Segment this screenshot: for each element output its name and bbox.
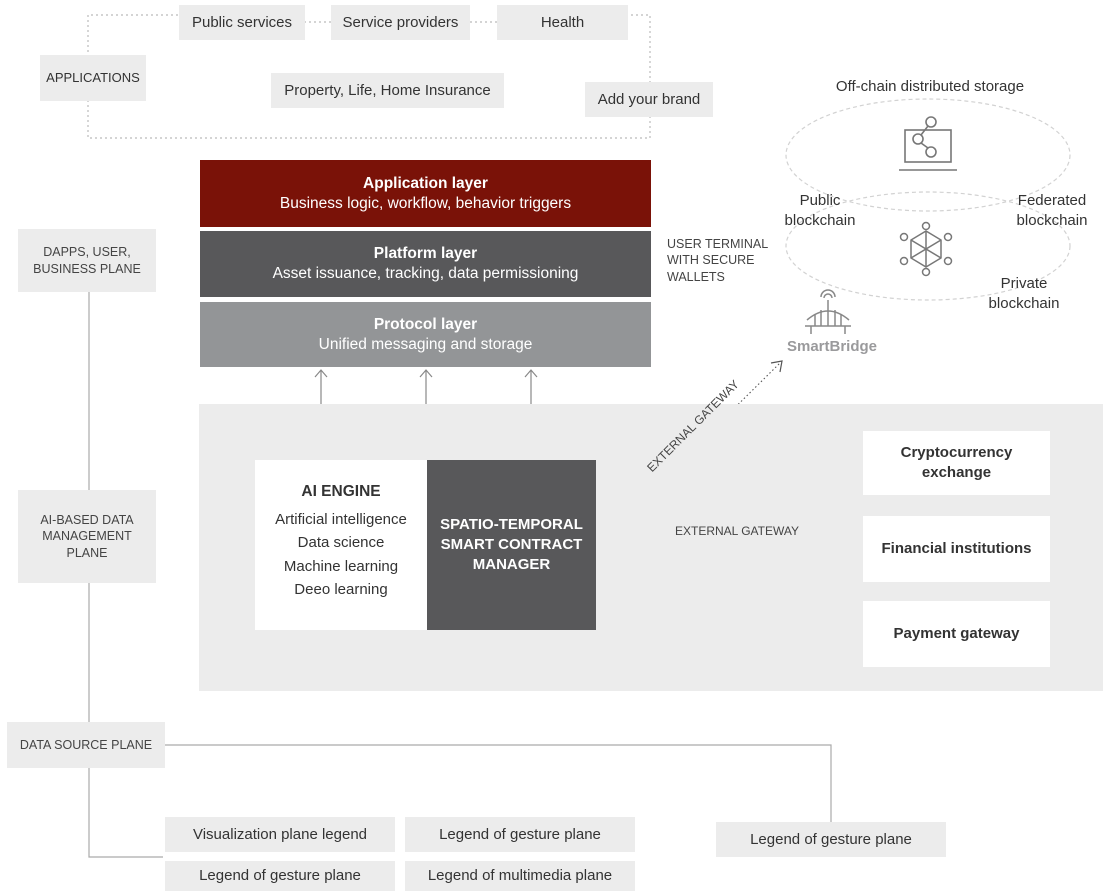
blockchain-network-icon (898, 221, 954, 282)
crypto-exchange-label: Cryptocurrency exchange (900, 443, 1013, 481)
legend-visualization: Visualization plane legend (165, 817, 395, 852)
storage-ellipse-bottom (785, 191, 1071, 301)
data-source-plane: DATA SOURCE PLANE (7, 722, 165, 768)
ai-engine-item: Deeo learning (294, 580, 388, 598)
gateway-horizontal-label: EXTERNAL GATEWAY (674, 524, 800, 538)
federated-blockchain: Federated blockchain (1016, 192, 1088, 229)
app-add-brand: Add your brand (585, 82, 713, 117)
application-layer-title: Application layer (363, 174, 488, 192)
ai-engine-item: Data science (297, 534, 385, 552)
ai-data-plane: AI-BASED DATA MANAGEMENT PLANE (18, 490, 156, 583)
ai-engine-title: AI ENGINE (301, 483, 381, 500)
up-arrows (314, 369, 538, 404)
financial-institutions-box: Financial institutions (863, 516, 1050, 582)
public-blockchain: Public blockchain (784, 192, 856, 229)
gateway-diagonal-arrowhead (770, 360, 783, 373)
crypto-exchange-box: Cryptocurrency exchange (863, 431, 1050, 495)
smart-contract-manager: SPATIO-TEMPORAL SMART CONTRACT MANAGER (427, 460, 596, 630)
app-service-providers: Service providers (331, 5, 470, 40)
storage-ellipse-top (785, 98, 1071, 212)
user-terminal-label: USER TERMINAL WITH SECURE WALLETS (667, 237, 768, 284)
applications-label: APPLICATIONS (40, 55, 146, 101)
ai-engine-item: Machine learning (283, 557, 399, 575)
ai-engine-box: AI ENGINE Artificial intelligence Data s… (255, 460, 427, 630)
app-health: Health (497, 5, 628, 40)
platform-layer-subtitle: Asset issuance, tracking, data permissio… (272, 265, 579, 282)
app-insurance: Property, Life, Home Insurance (271, 73, 504, 108)
storage-title: Off-chain distributed storage (835, 78, 1025, 95)
application-layer: Application layer Business logic, workfl… (200, 160, 651, 227)
ai-engine-item: Artificial intelligence (275, 511, 407, 528)
legend-gesture-right: Legend of gesture plane (716, 822, 946, 857)
platform-layer-title: Platform layer (373, 245, 478, 262)
app-public-services: Public services (179, 5, 305, 40)
application-layer-subtitle: Business logic, workflow, behavior trigg… (279, 194, 572, 212)
protocol-layer: Protocol layer Unified messaging and sto… (200, 302, 651, 367)
legend-gesture: Legend of gesture plane (405, 817, 635, 852)
legend-gesture: Legend of gesture plane (165, 861, 395, 891)
bridge-icon (803, 286, 853, 343)
private-blockchain: Private blockchain (988, 275, 1060, 312)
payment-gateway-box: Payment gateway (863, 601, 1050, 667)
dapps-plane: DAPPS, USER, BUSINESS PLANE (18, 229, 156, 292)
platform-layer: Platform layer Asset issuance, tracking,… (200, 231, 651, 297)
legend-multimedia: Legend of multimedia plane (405, 861, 635, 891)
protocol-layer-subtitle: Unified messaging and storage (318, 335, 533, 353)
laptop-share-icon (898, 114, 958, 181)
applications-frame (87, 14, 651, 139)
protocol-layer-title: Protocol layer (373, 315, 478, 333)
smartbridge-label: SmartBridge (786, 338, 878, 355)
